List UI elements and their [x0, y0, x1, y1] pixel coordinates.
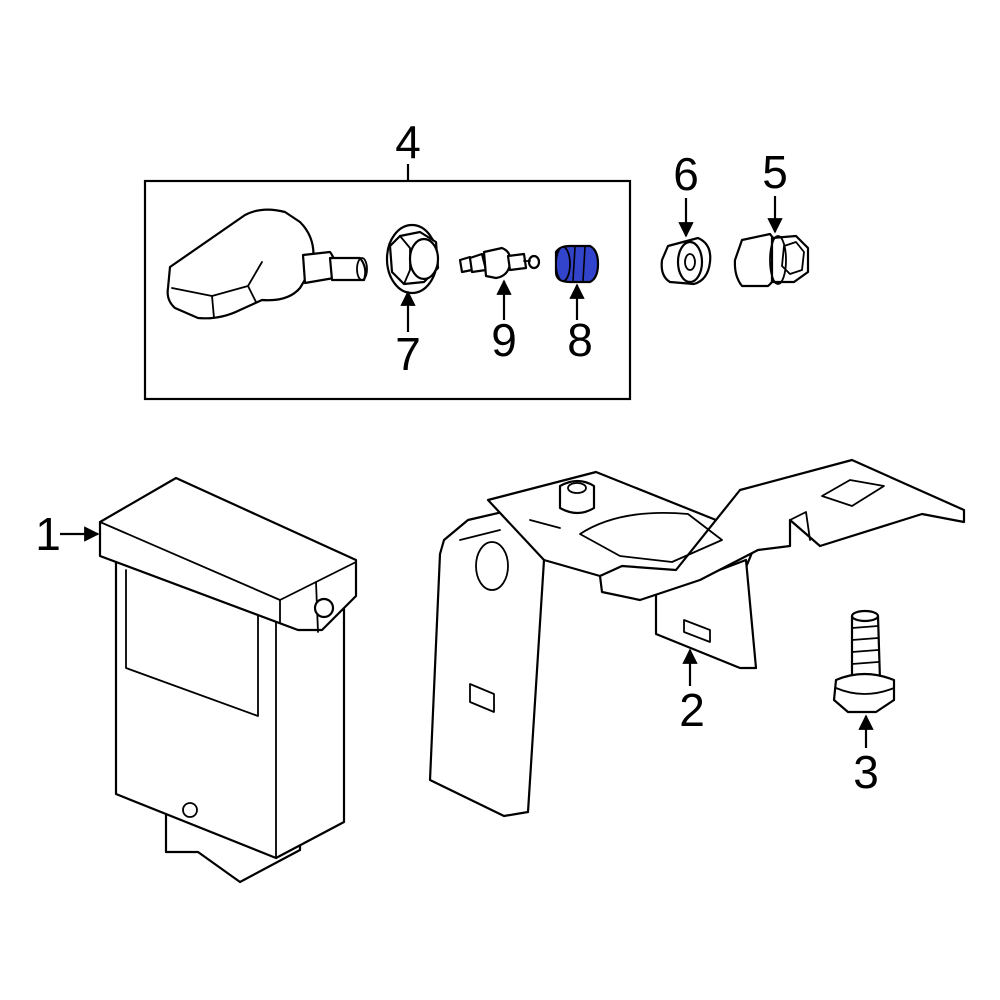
callout-3: 3: [853, 746, 879, 798]
callout-5: 5: [762, 146, 788, 198]
valve-nut-7[interactable]: 7: [385, 223, 440, 380]
tpms-control-module-1[interactable]: 1: [35, 476, 358, 884]
valve-cap-8[interactable]: 8: [554, 244, 600, 366]
bolt-3[interactable]: 3: [832, 609, 896, 798]
callout-9: 9: [491, 314, 517, 366]
kit-frame: [143, 179, 632, 401]
callout-8: 8: [567, 314, 593, 366]
callout-4: 4: [395, 116, 421, 168]
valve-core-9[interactable]: 9: [458, 246, 541, 366]
sensor-kit-group: 4 7 9: [143, 116, 632, 401]
grommet-6[interactable]: 6: [660, 148, 712, 286]
tire-pressure-sensor[interactable]: [166, 208, 368, 320]
callout-7: 7: [395, 328, 421, 380]
hex-nut-5[interactable]: 5: [733, 146, 810, 288]
callout-2: 2: [679, 684, 705, 736]
callout-1: 1: [35, 508, 61, 560]
mounting-bracket-2[interactable]: 2: [428, 458, 966, 818]
callout-6: 6: [673, 148, 699, 200]
